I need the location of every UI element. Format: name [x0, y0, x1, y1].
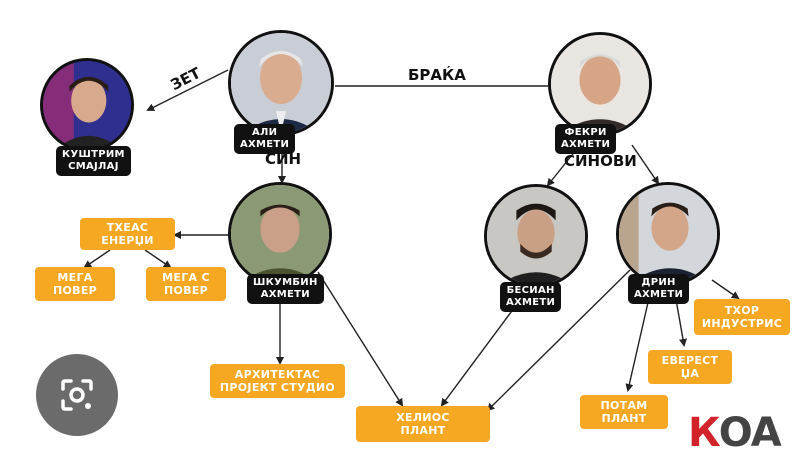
company-theas-energy[interactable]: ТХЕАС ЕНЕРЏИ	[80, 218, 175, 250]
channel-logo-text: КОА	[688, 410, 782, 456]
name-tag-ali: АЛИ АХМЕТИ	[234, 124, 296, 154]
edge-theas-megaspover	[144, 249, 172, 269]
name-tag-fekri: ФЕКРИ АХМЕТИ	[555, 124, 617, 154]
company-everest-dza[interactable]: ЕВЕРЕСТ ЏА	[648, 350, 732, 384]
company-potam-plant[interactable]: ПОТАМ ПЛАНТ	[580, 395, 668, 429]
edge-besian-helios	[440, 299, 521, 407]
edge-drin-thor	[711, 279, 740, 300]
company-mega-s-pover[interactable]: МЕГА С ПОВЕР	[146, 267, 226, 301]
company-mega-pover[interactable]: МЕГА ПОВЕР	[35, 267, 115, 301]
edge-ali-kushtrim	[146, 69, 229, 111]
name-tag-drin: ДРИН АХМЕТИ	[628, 274, 690, 304]
edge-fekri-drin	[631, 144, 660, 185]
edge-theas-megapover	[83, 249, 111, 269]
company-thor-industris[interactable]: ТХОР ИНДУСТРИС	[694, 299, 790, 335]
avatar-ali	[228, 30, 334, 136]
channel-logo: КОА	[688, 410, 782, 456]
relation-label-sin: СИН	[265, 150, 302, 168]
company-helios-plant[interactable]: ХЕЛИОС ПЛАНТ	[356, 406, 490, 442]
avatar-kushtrim	[40, 58, 134, 152]
relation-label-braka: БРАЌА	[408, 66, 466, 84]
avatar-fekri	[548, 32, 652, 136]
avatar-shkumbin	[228, 182, 332, 286]
image-search-icon	[61, 379, 93, 411]
name-tag-kushtrim: КУШТРИМ СМАЈЛАЈ	[56, 146, 131, 176]
company-arhitektas[interactable]: АРХИТЕКТАС ПРОЈЕКТ СТУДИО	[210, 364, 345, 398]
avatar-besian	[484, 184, 588, 288]
name-tag-shkumbin: ШКУМБИН АХМЕТИ	[247, 274, 324, 304]
avatar-drin	[616, 182, 720, 286]
relation-label-sinovi: СИНОВИ	[564, 152, 637, 170]
image-search-button[interactable]	[36, 354, 118, 436]
edge-shkumbin-helios	[317, 271, 404, 407]
name-tag-besian: БЕСИАН АХМЕТИ	[500, 282, 562, 312]
edge-drin-helios	[486, 269, 631, 412]
